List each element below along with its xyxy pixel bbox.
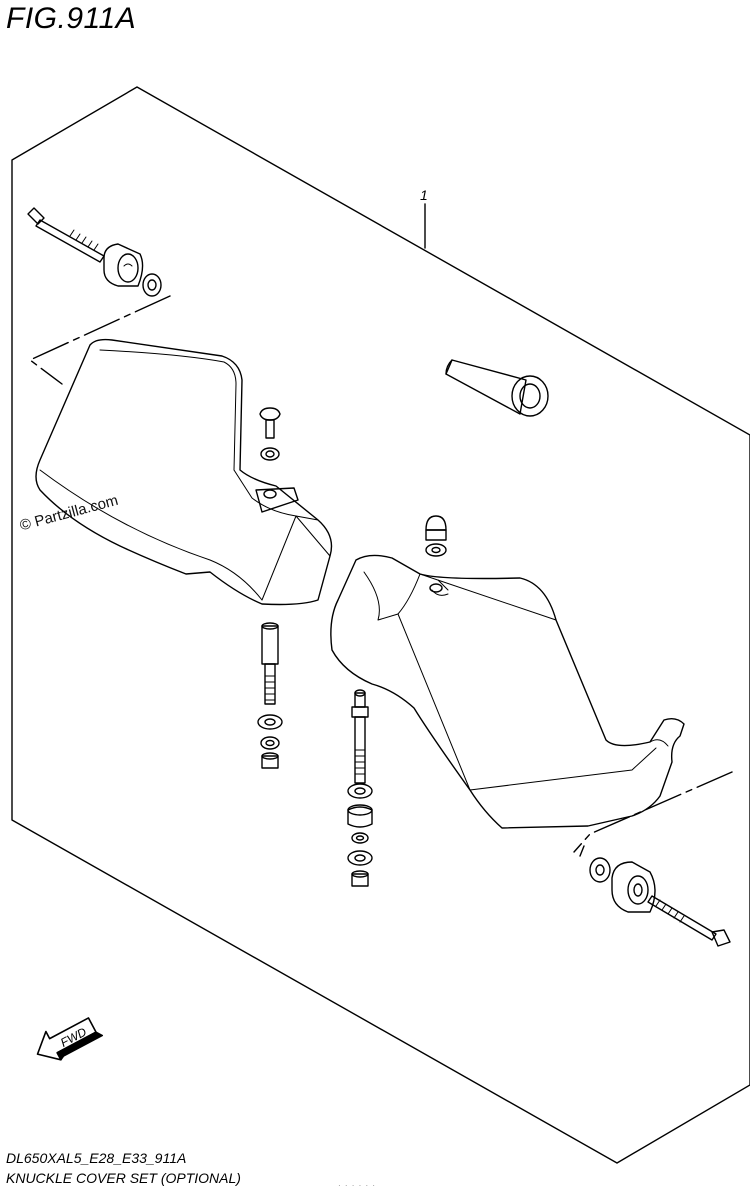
cover-screw-left (259, 407, 281, 461)
mount-stack-left (257, 622, 283, 769)
bar-end-weight-left (103, 243, 144, 287)
cap-nut-right (425, 515, 447, 557)
bar-end-weight-right (611, 861, 656, 913)
knuckle-cover-left (35, 338, 333, 606)
figure-caption: KNUCKLE COVER SET (OPTIONAL) (6, 1170, 241, 1186)
alignment-line-left (29, 295, 171, 385)
figure-title: FIG.911A (6, 2, 137, 35)
washer-left (142, 273, 162, 297)
model-code: DL650XAL5_E28_E33_911A (6, 1150, 187, 1166)
bar-end-bolt-right (647, 895, 731, 947)
cable-grommet (445, 359, 549, 417)
alignment-line-right (573, 771, 733, 857)
fwd-arrow-icon: FWD (36, 1017, 104, 1061)
part-ref-number: 1 (420, 187, 428, 203)
bar-end-bolt-left (27, 207, 105, 263)
washer-right (589, 857, 611, 883)
kit-boundary (11, 86, 750, 1164)
footnote-text: · · · · · · (338, 1181, 377, 1190)
knuckle-cover-right (330, 554, 685, 829)
mount-stack-right (347, 689, 373, 887)
